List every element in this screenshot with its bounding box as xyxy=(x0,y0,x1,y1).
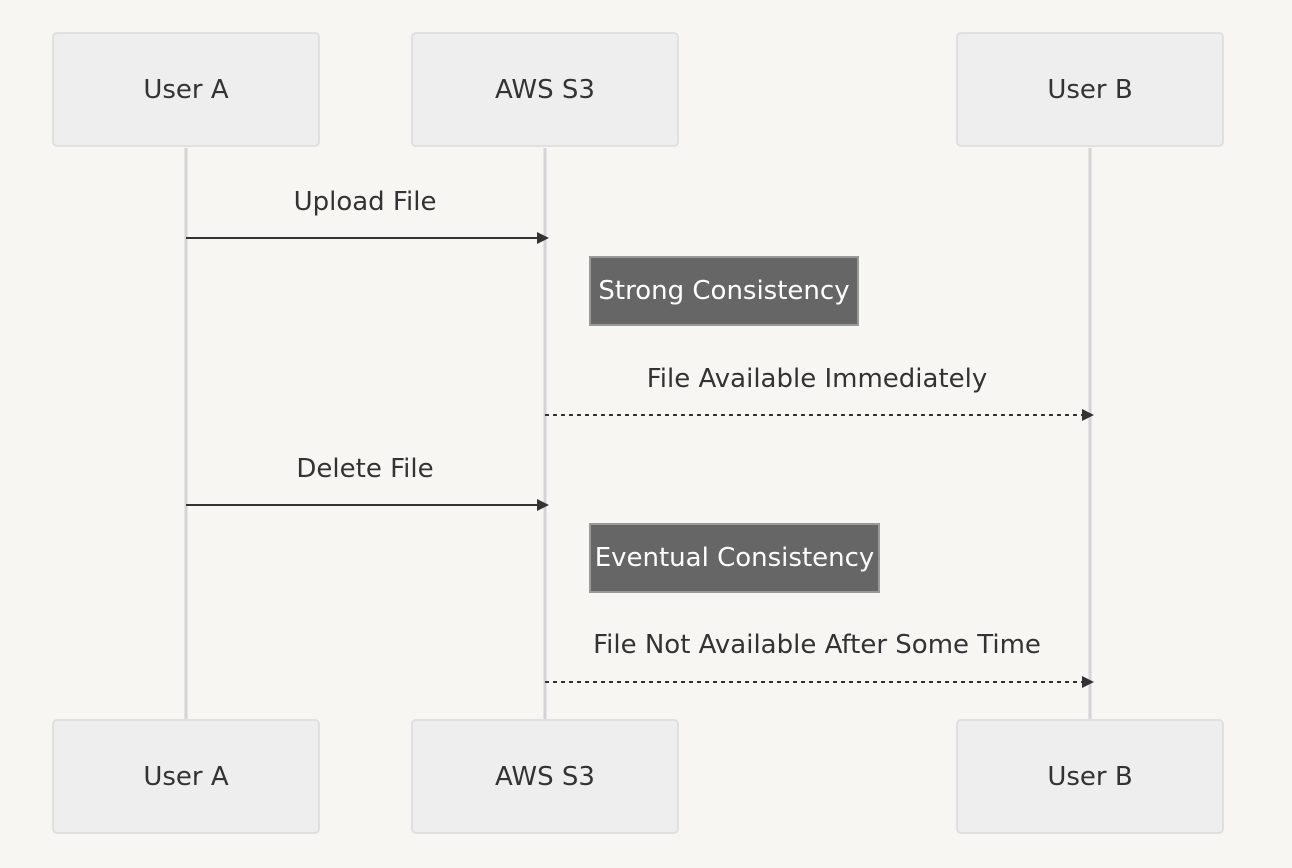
actor-label: AWS S3 xyxy=(495,761,595,792)
actor-label: AWS S3 xyxy=(495,74,595,105)
message-label-upload-file: Upload File xyxy=(293,187,437,217)
note-strong-consistency: Strong Consistency xyxy=(589,256,859,326)
note-eventual-consistency: Eventual Consistency xyxy=(589,523,880,593)
actor-label: User A xyxy=(143,761,229,792)
message-label-delete-file: Delete File xyxy=(296,454,434,484)
actor-user-b-top: User B xyxy=(956,32,1224,147)
actor-user-b-bottom: User B xyxy=(956,719,1224,834)
note-label: Strong Consistency xyxy=(598,276,850,306)
actor-label: User B xyxy=(1047,761,1133,792)
actor-label: User A xyxy=(143,74,229,105)
note-label: Eventual Consistency xyxy=(594,543,875,573)
actor-label: User B xyxy=(1047,74,1133,105)
message-label-file-available-immediately: File Available Immediately xyxy=(646,364,988,394)
actor-user-a-bottom: User A xyxy=(52,719,320,834)
actor-aws-s3-top: AWS S3 xyxy=(411,32,679,147)
message-label-file-not-available: File Not Available After Some Time xyxy=(593,630,1041,660)
actor-aws-s3-bottom: AWS S3 xyxy=(411,719,679,834)
actor-user-a-top: User A xyxy=(52,32,320,147)
